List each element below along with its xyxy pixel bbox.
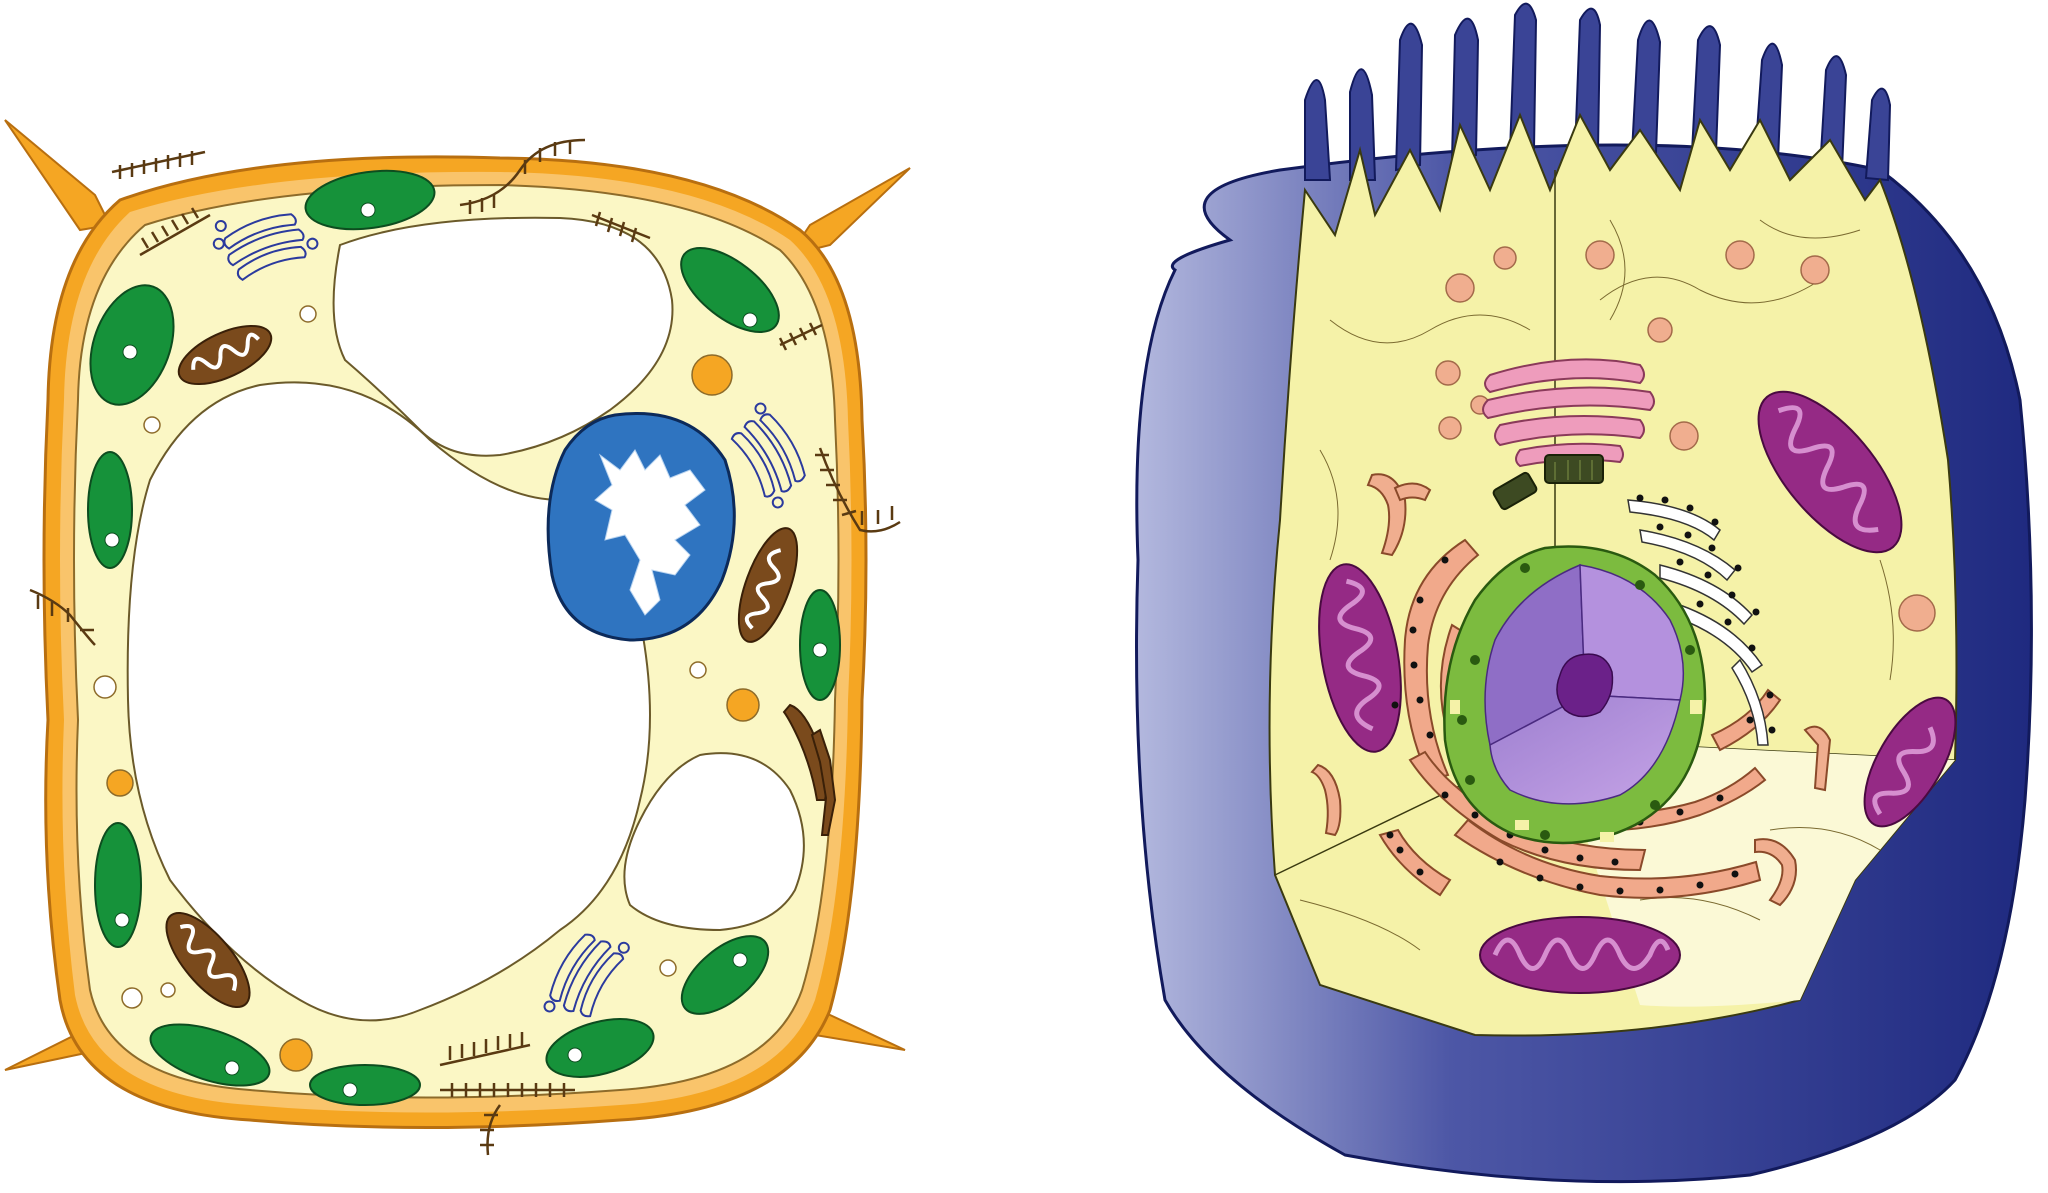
er-tubule-ribosomes bbox=[1636, 494, 1776, 734]
golgi-apparatus bbox=[212, 213, 319, 281]
central-vacuole bbox=[126, 381, 651, 1022]
microvilli bbox=[1304, 2, 1892, 182]
chloroplast bbox=[94, 822, 142, 948]
plant-cell bbox=[4, 119, 911, 1156]
chloroplast bbox=[87, 451, 133, 569]
mitochondrion bbox=[177, 324, 273, 386]
mitochondrion bbox=[737, 527, 799, 643]
golgi-apparatus bbox=[543, 933, 630, 1018]
lower-vacuole bbox=[623, 752, 805, 932]
centrioles bbox=[1492, 454, 1604, 511]
chloroplast bbox=[304, 169, 436, 231]
upper-vacuole bbox=[332, 216, 674, 457]
rough-er bbox=[1378, 538, 1782, 899]
nuclear-pores bbox=[1450, 700, 1702, 842]
plant-vesicles bbox=[93, 305, 760, 1072]
chloroplasts bbox=[87, 169, 841, 1106]
plasmodesmata bbox=[29, 138, 901, 1156]
animal-cell bbox=[1135, 2, 2033, 1184]
mitochondrion bbox=[165, 911, 251, 1009]
plant-mitochondria bbox=[165, 324, 837, 1009]
animal-mitochondria bbox=[1318, 390, 1957, 994]
chloroplast bbox=[545, 1018, 655, 1078]
chromatin bbox=[594, 449, 706, 616]
smooth-er bbox=[1310, 473, 1832, 907]
golgi-apparatus bbox=[730, 402, 806, 509]
chloroplast bbox=[149, 1023, 271, 1087]
envelope-spots bbox=[1457, 563, 1695, 840]
mitochondrion bbox=[1479, 916, 1681, 994]
nucleoplasm-floor bbox=[1489, 694, 1681, 805]
starch-grains bbox=[104, 202, 828, 1098]
mitochondrion-elongated bbox=[782, 703, 837, 836]
chloroplast bbox=[680, 247, 780, 333]
mitochondrion bbox=[1757, 390, 1903, 554]
er-tubules bbox=[1627, 499, 1769, 746]
chloroplast bbox=[680, 935, 770, 1015]
cytoskeleton bbox=[1299, 219, 1894, 951]
chloroplast bbox=[309, 1064, 421, 1106]
mitochondrion bbox=[1318, 563, 1402, 753]
mitochondrion bbox=[1863, 696, 1957, 828]
plant-nucleus bbox=[546, 411, 736, 642]
nucleolus bbox=[1556, 653, 1614, 718]
plant-golgi bbox=[212, 213, 806, 1018]
